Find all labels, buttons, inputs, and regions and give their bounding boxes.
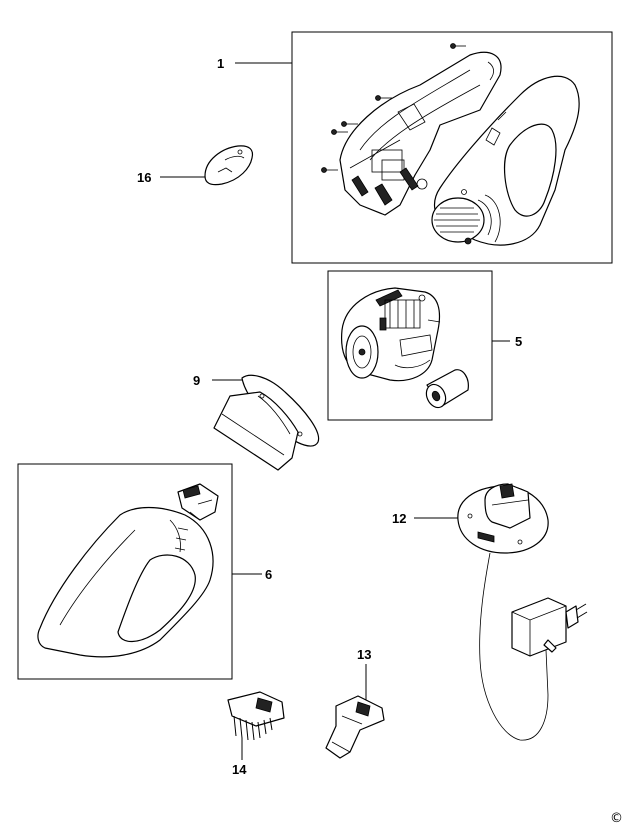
part-16-label: 16 — [137, 170, 151, 185]
part-9-tab-2 — [297, 431, 303, 437]
part-9-tab — [259, 393, 265, 399]
part-12-cord — [479, 552, 549, 741]
part-1-housing-assembly[interactable]: 1 — [217, 31, 613, 264]
part-6-bowl — [37, 506, 214, 658]
part-13-slot — [355, 701, 371, 717]
part-14-slot — [255, 697, 273, 713]
part-5-label: 5 — [515, 334, 522, 349]
part-16-hole — [237, 149, 243, 155]
part-13-crevice-tool[interactable]: 13 — [325, 647, 385, 759]
part-9-filter[interactable]: 9 — [193, 373, 320, 471]
part-6-frame — [17, 463, 233, 680]
part-9-label: 9 — [193, 373, 200, 388]
part-16-shape — [204, 145, 254, 186]
part-5-frame — [327, 270, 493, 421]
part-6-label: 6 — [265, 567, 272, 582]
part-13-label: 13 — [357, 647, 371, 662]
part-1-screws — [321, 43, 466, 173]
part-6-dust-bowl[interactable]: 6 — [17, 463, 272, 680]
part-13-edge — [331, 741, 351, 753]
copyright-mark: © — [610, 811, 623, 826]
part-16-detail — [224, 155, 245, 161]
part-16-detail-2 — [217, 167, 233, 173]
part-14-body — [227, 691, 285, 727]
part-5-motor-assembly[interactable]: 5 — [327, 270, 522, 421]
part-1-label: 1 — [217, 56, 224, 71]
part-14-brush-tool[interactable]: 14 — [227, 691, 285, 777]
part-14-label: 14 — [232, 762, 247, 777]
part-14-bristles — [233, 715, 273, 741]
part-12-base — [457, 483, 549, 554]
part-6-latch — [177, 483, 219, 521]
part-16-switch-button[interactable]: 16 — [137, 145, 254, 186]
part-13-shape — [325, 695, 385, 759]
part-1-left-housing-half — [339, 51, 502, 216]
part-5-spacer-cylinder — [425, 369, 469, 409]
part-9-edge — [221, 413, 285, 456]
part-9-edge-2 — [257, 395, 291, 435]
part-13-edge-2 — [341, 715, 363, 725]
part-12-plug-adapter — [511, 597, 588, 657]
part-1-frame — [291, 31, 613, 264]
part-12-charger[interactable]: 12 12 — [414, 483, 588, 741]
part-1-right-housing-half — [431, 75, 580, 246]
part-5-motor — [340, 287, 441, 382]
